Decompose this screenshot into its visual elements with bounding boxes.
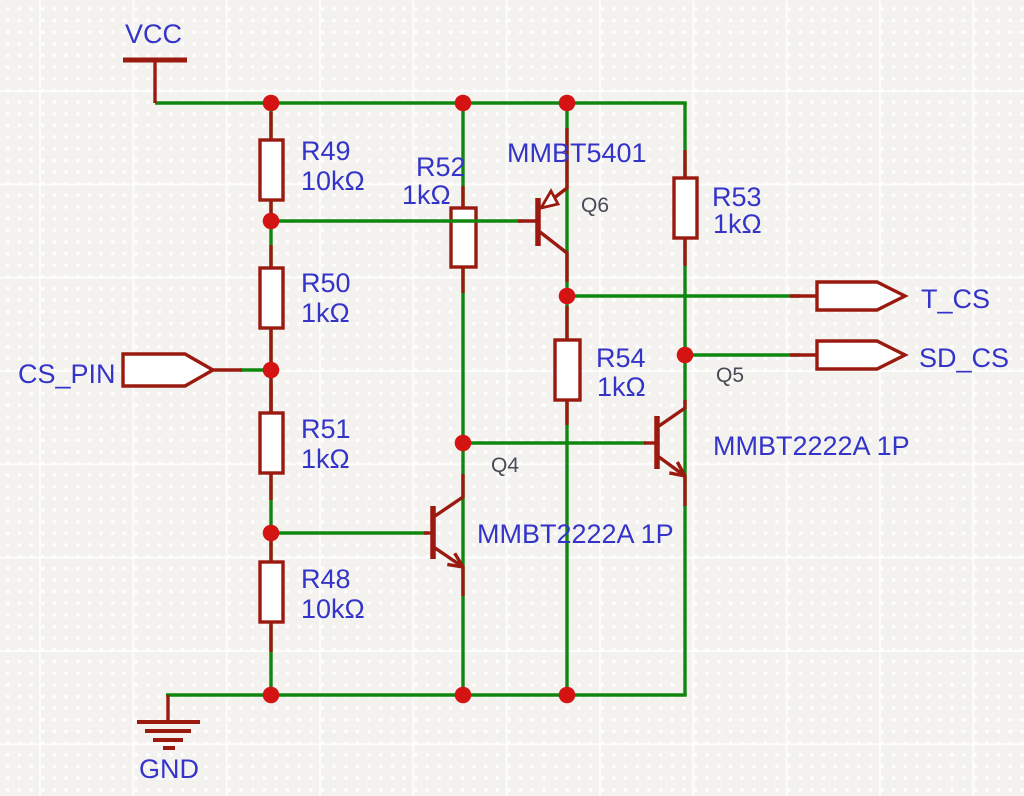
junction-dot [262,94,280,112]
port-sd-cs[interactable]: SD_CS [790,339,1009,373]
q4-ref-label: Q4 [491,454,519,477]
r51-value-label: 1kΩ [301,444,350,474]
r48-ref-label: R48 [301,564,351,594]
q6-part-label: MMBT5401 [507,138,647,168]
q5-emitter-arrow-icon [668,461,687,478]
net-wires [155,101,800,697]
r54-ref-label: R54 [596,343,646,373]
junction-dot [558,686,576,704]
transistor-q5[interactable]: MMBT2222A 1P Q5 [644,364,910,506]
resistor-r49[interactable]: R49 10kΩ [258,112,365,216]
r51-body [258,411,285,475]
q4-emitter-arrow-icon [447,552,465,569]
r48-value-label: 10kΩ [301,594,365,624]
resistor-r53[interactable]: R53 1kΩ [672,150,762,266]
sd-cs-flag-icon [815,339,909,371]
q4-collector [434,474,465,518]
port-t-cs[interactable]: T_CS [790,280,990,314]
r50-body [258,266,285,330]
q5-part-label: MMBT2222A 1P [713,431,910,461]
q5-ref-label: Q5 [716,364,744,387]
cs-pin-label: CS_PIN [18,359,116,389]
r52-body [449,206,478,269]
transistor-q6[interactable]: MMBT5401 Q6 [507,128,647,282]
r50-ref-label: R50 [301,268,351,298]
junction-dot [262,361,280,379]
junction-dot [454,94,472,112]
junction-dot [676,346,694,364]
r53-ref-label: R53 [712,182,762,212]
r48-body [258,560,285,624]
q6-collector [538,230,569,282]
q6-emitter-arrow-icon [538,188,561,211]
port-cs-pin[interactable]: CS_PIN [18,352,242,389]
junction-dot [262,686,280,704]
junction-dot [262,524,280,542]
resistor-r51[interactable]: R51 1kΩ [258,385,351,500]
r54-value-label: 1kΩ [597,372,646,402]
q4-part-label: MMBT2222A 1P [477,519,674,549]
gnd-label: GND [139,754,199,784]
junction-dot [454,686,472,704]
r50-value-label: 1kΩ [301,298,350,328]
r49-body [258,138,285,202]
sd-cs-label: SD_CS [919,343,1009,373]
gnd-bars-icon [137,720,200,750]
power-symbol-gnd[interactable]: GND [137,695,200,784]
resistor-r54[interactable]: R54 1kΩ [553,306,646,425]
r49-value-label: 10kΩ [301,166,365,196]
resistor-r48[interactable]: R48 10kΩ [258,541,365,652]
power-symbol-vcc[interactable]: VCC [123,19,187,103]
q5-emitter [657,455,687,506]
t-cs-flag-icon [815,280,909,312]
cs-pin-flag-icon [121,352,217,388]
r49-ref-label: R49 [301,136,351,166]
r54-body [553,338,582,402]
q6-ref-label: Q6 [581,194,609,217]
junction-dot [558,94,576,112]
q4-emitter [434,546,465,596]
r52-value-label: 1kΩ [402,180,451,210]
resistor-r52[interactable]: R52 1kΩ [402,152,478,293]
resistor-r50[interactable]: R50 1kΩ [258,245,351,412]
r52-ref-label: R52 [416,152,466,182]
r53-value-label: 1kΩ [713,209,762,239]
r51-ref-label: R51 [301,414,351,444]
junction-dot [262,212,280,230]
transistor-q4[interactable]: MMBT2222A 1P Q4 [424,454,674,596]
junction-dot [454,434,472,452]
junction-dots [262,94,694,704]
t-cs-label: T_CS [921,284,990,314]
junction-dot [558,287,576,305]
vcc-label: VCC [125,19,182,49]
r53-body [672,176,699,240]
q5-collector [658,400,687,428]
